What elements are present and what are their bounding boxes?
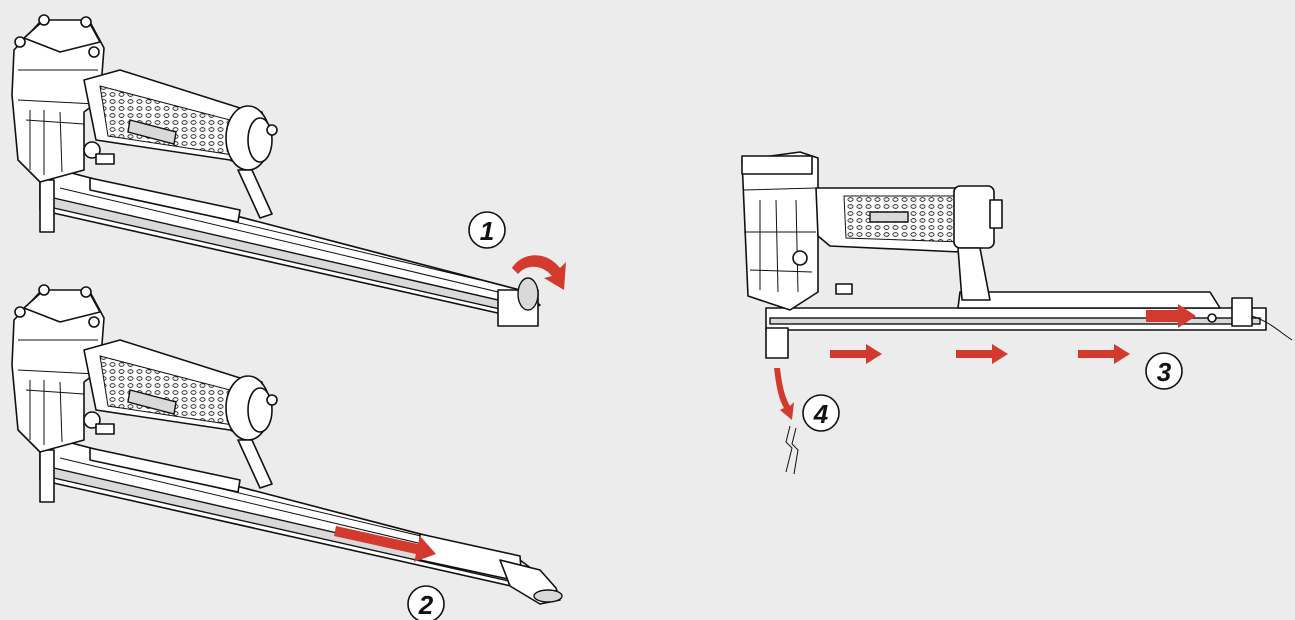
step-1-badge: 1 [468, 211, 506, 249]
staple-strip [785, 425, 799, 475]
stapler-side-illustration [741, 151, 1293, 475]
step-4-badge: 4 [802, 394, 840, 432]
step-2-badge: 2 [407, 585, 445, 620]
feed-arrows [830, 344, 1130, 364]
step-3-badge: 3 [1145, 352, 1183, 390]
step-4-number: 4 [813, 399, 829, 429]
push-arrow [1146, 304, 1196, 328]
stapler-top-illustration [11, 14, 566, 327]
step-1-number: 1 [480, 216, 494, 246]
step-3-number: 3 [1157, 357, 1172, 387]
step-2-number: 2 [418, 590, 434, 620]
latch-lever [497, 277, 539, 327]
pull-arrow [334, 526, 436, 562]
drop-arrow [774, 368, 794, 420]
stapler-bottom-illustration [11, 284, 563, 605]
rotate-arrow [512, 255, 566, 290]
